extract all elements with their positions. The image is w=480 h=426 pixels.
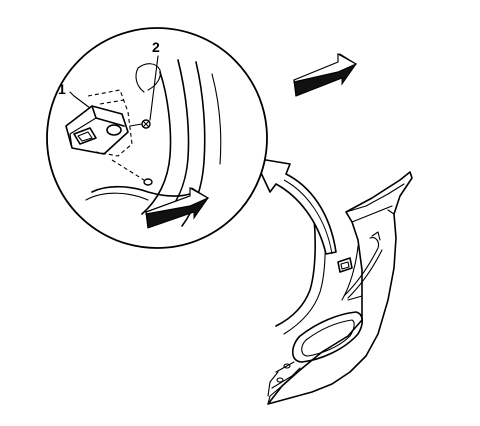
leader-line-1 <box>69 91 91 109</box>
screw <box>129 119 151 129</box>
leader-line-2 <box>149 55 159 121</box>
lower-fastener <box>111 159 153 186</box>
quarter-panel-body <box>267 171 413 405</box>
callout-label-2: 2 <box>152 39 160 55</box>
detail-inset <box>46 27 268 249</box>
direction-arrow-inset <box>145 186 210 229</box>
callout-label-1: 1 <box>58 81 66 97</box>
switch-assembly <box>65 105 129 155</box>
zoom-arrow <box>253 157 337 255</box>
direction-arrow-top <box>293 52 358 97</box>
